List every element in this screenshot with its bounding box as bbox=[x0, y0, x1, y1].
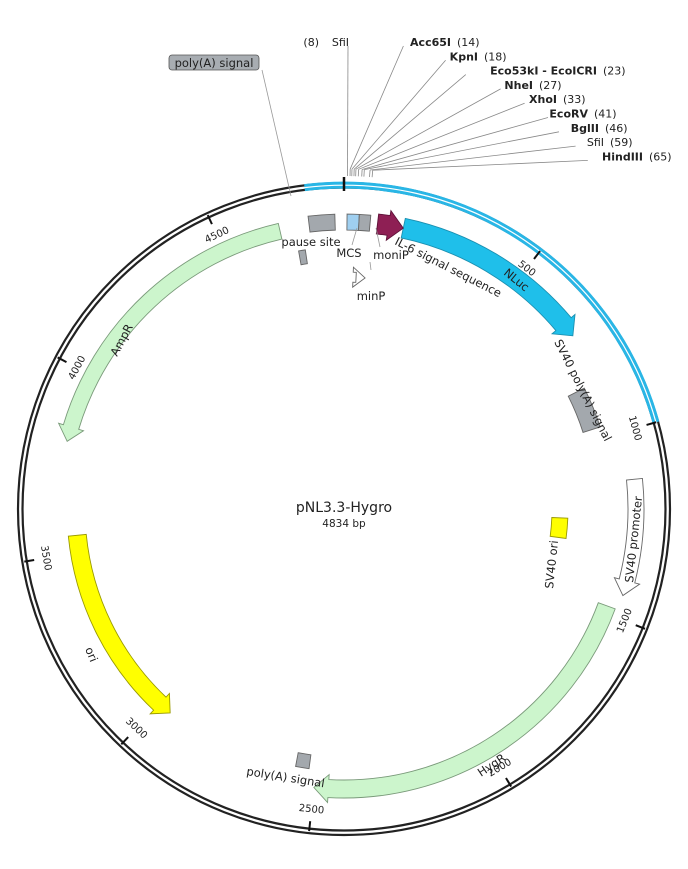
highlight-region-center-line bbox=[304, 184, 657, 423]
restriction-site-position: (23) bbox=[603, 65, 626, 78]
feature-poly-a-signal bbox=[298, 249, 308, 266]
site-leader bbox=[372, 160, 588, 171]
tick-mark bbox=[533, 250, 541, 260]
restriction-site-position: (8) bbox=[303, 36, 319, 49]
feature-poly-a-signal bbox=[295, 752, 312, 770]
feature-layer bbox=[57, 69, 645, 804]
tick-label: 1500 bbox=[615, 607, 635, 635]
restriction-site-name: Acc65I bbox=[410, 36, 451, 49]
restriction-site-name: SfiI bbox=[332, 36, 349, 49]
feature-mcs bbox=[346, 213, 360, 231]
tick-mark bbox=[505, 777, 512, 788]
tick-mark bbox=[120, 736, 129, 746]
restriction-site-name: HindIII bbox=[602, 150, 643, 163]
feature-hygr bbox=[313, 602, 616, 804]
mcs-leader bbox=[351, 227, 358, 246]
site-leader bbox=[355, 88, 501, 170]
tick-mark bbox=[206, 214, 213, 225]
restriction-site-name: EcoRV bbox=[549, 108, 588, 121]
polya-top-label-box bbox=[168, 54, 260, 71]
restriction-site-position: (46) bbox=[605, 122, 628, 135]
restriction-site-position: (65) bbox=[649, 150, 672, 163]
feature-nluc bbox=[400, 217, 576, 337]
feature-sv40-ori bbox=[549, 517, 569, 539]
site-tick bbox=[371, 170, 374, 178]
label-monip: moniP bbox=[373, 248, 409, 262]
label-pause-site: pause site bbox=[281, 235, 340, 249]
restriction-site-name: BglII bbox=[571, 122, 599, 135]
feature-monip bbox=[358, 213, 372, 232]
feature-sv40-promoter bbox=[613, 477, 645, 597]
feature-pause-site bbox=[307, 213, 336, 233]
monip-leader bbox=[375, 227, 381, 248]
feature-il-6-signal-sequence bbox=[375, 209, 404, 242]
polya-top-leader bbox=[261, 69, 292, 197]
tick-mark bbox=[635, 624, 646, 630]
tick-label: 3500 bbox=[38, 545, 53, 572]
restriction-site-position: (33) bbox=[563, 93, 586, 106]
label-minp: minP bbox=[357, 289, 386, 303]
site-leader bbox=[370, 145, 576, 171]
tick-mark bbox=[646, 421, 657, 426]
restriction-site-position: (18) bbox=[484, 50, 507, 63]
label-polya-signal-top: poly(A) signal bbox=[175, 56, 254, 70]
feature-sv40-poly-a-signal bbox=[567, 387, 601, 433]
feature-ampr bbox=[57, 222, 283, 442]
tick-mark bbox=[308, 821, 312, 832]
restriction-site-name: Eco53kI - EcoICRI bbox=[490, 65, 597, 78]
restriction-site-position: (41) bbox=[594, 108, 617, 121]
label-mcs: MCS bbox=[336, 246, 361, 260]
site-leader bbox=[349, 45, 404, 170]
restriction-site-layer: SfiI (8) Acc65I (14)KpnI (18) Eco53kI - EcoIC… bbox=[303, 36, 672, 178]
site-leader bbox=[364, 131, 560, 171]
tick-label: 2500 bbox=[298, 803, 324, 817]
site-tick bbox=[369, 169, 371, 178]
site-leader bbox=[351, 60, 446, 170]
site-leader bbox=[362, 117, 549, 170]
feature-minp bbox=[352, 266, 366, 289]
minp-leader bbox=[369, 261, 372, 271]
tick-label: 1000 bbox=[626, 415, 643, 442]
restriction-site-name: XhoI bbox=[529, 93, 557, 106]
restriction-site-position: (59) bbox=[610, 136, 633, 149]
tick-mark bbox=[57, 356, 67, 364]
label-polya-signal-bottom: poly(A) signal bbox=[246, 764, 326, 790]
restriction-site-position: (14) bbox=[457, 36, 480, 49]
restriction-site-name: NheI bbox=[504, 79, 533, 92]
backbone-layer bbox=[16, 177, 672, 837]
site-leader bbox=[358, 102, 525, 170]
restriction-site-name: KpnI bbox=[450, 50, 478, 63]
tick-mark bbox=[24, 559, 35, 563]
feature-ori bbox=[67, 533, 171, 715]
plasmid-name: pNL3.3-Hygro bbox=[296, 500, 392, 516]
site-leader bbox=[353, 74, 467, 170]
label-ori: ori bbox=[82, 645, 101, 664]
restriction-site-name: SfiI bbox=[587, 136, 604, 149]
restriction-site-position: (27) bbox=[539, 79, 562, 92]
plasmid-size: 4834 bp bbox=[322, 518, 366, 530]
label-sv40-ori: SV40 ori bbox=[542, 540, 561, 590]
